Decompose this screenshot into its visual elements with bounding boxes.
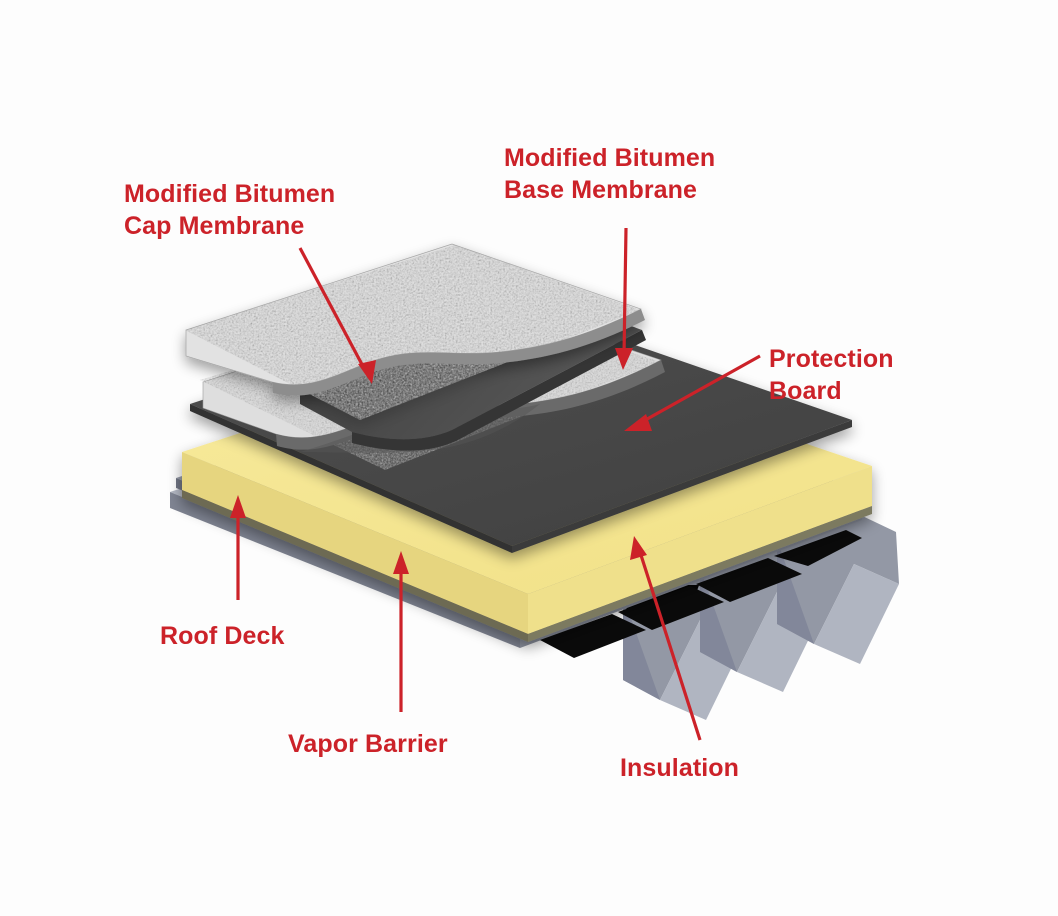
label-cap-membrane: Modified Bitumen Cap Membrane	[124, 180, 336, 240]
arrow-cap-membrane	[298, 247, 376, 384]
arrow-roof-deck	[230, 495, 246, 600]
arrow-vapor-barrier	[393, 551, 409, 712]
arrow-base-membrane	[615, 227, 633, 370]
arrow-protection-board	[624, 354, 761, 431]
deck-flute-openings	[540, 530, 862, 658]
arrow-insulation	[630, 536, 702, 741]
leader-arrows	[230, 227, 761, 741]
label-base-membrane: Modified Bitumen Base Membrane	[504, 144, 716, 204]
label-roof-deck: Roof Deck	[160, 622, 285, 650]
label-insulation: Insulation	[620, 754, 740, 782]
label-vapor-barrier: Vapor Barrier	[288, 730, 448, 758]
label-protection-board: Protection Board	[769, 345, 894, 405]
